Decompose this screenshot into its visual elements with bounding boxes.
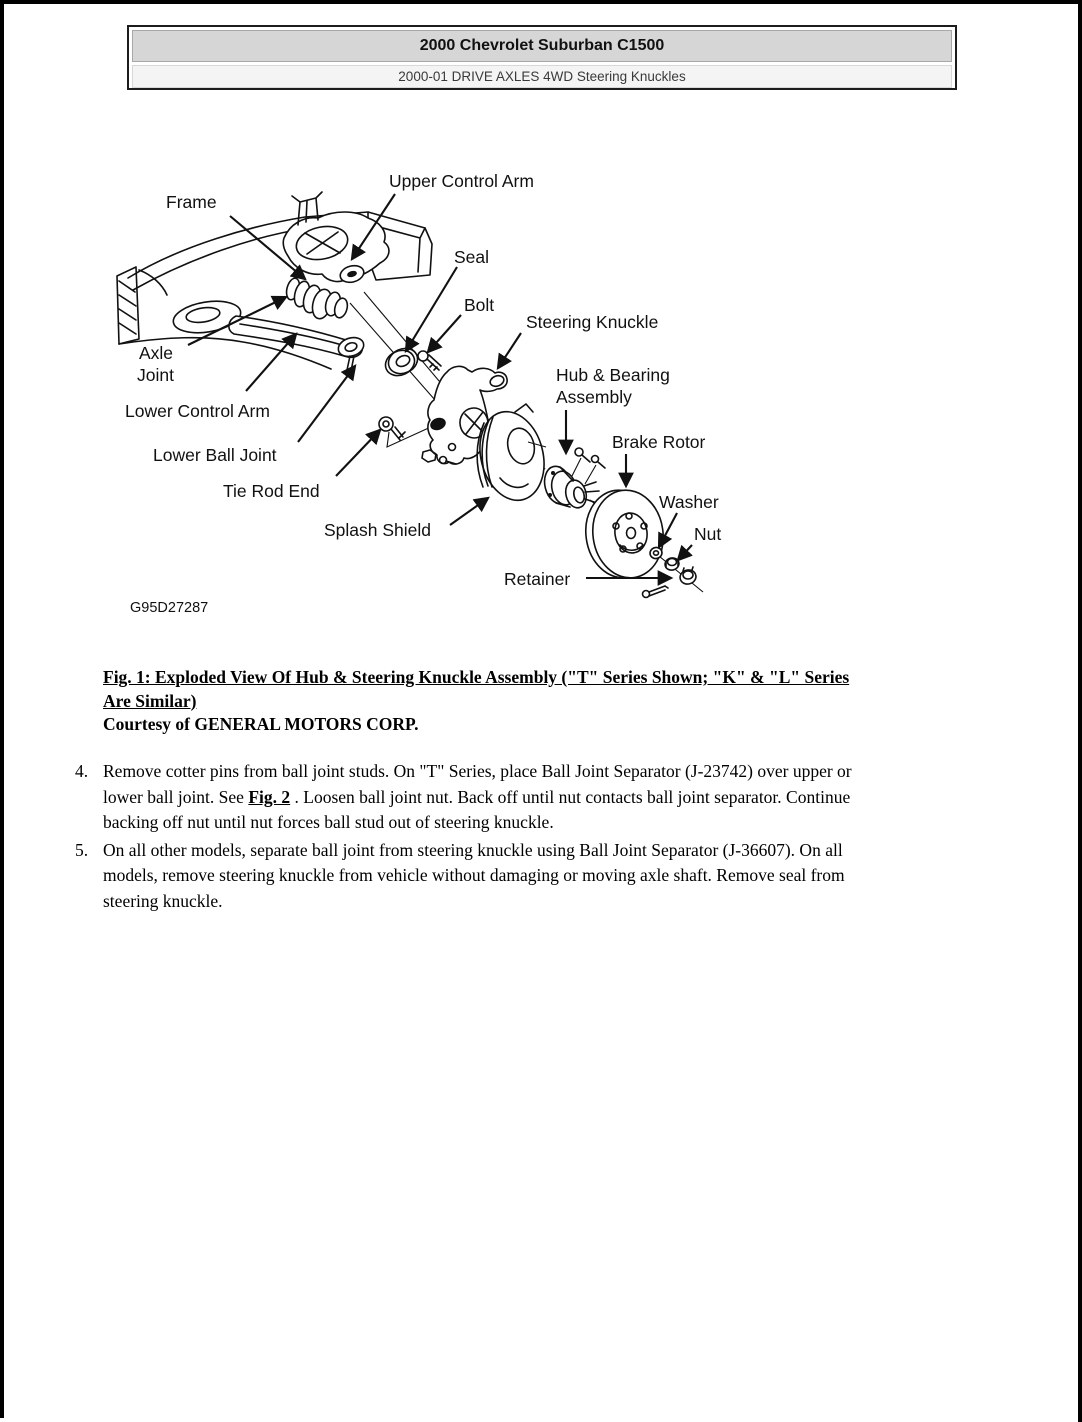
step-4-line1: Remove cotter pins from ball joint studs…	[103, 761, 852, 781]
diagram-label-nut: Nut	[694, 524, 721, 544]
frame-part	[116, 211, 433, 370]
diagram-label-splash-shield: Splash Shield	[324, 520, 431, 540]
diagram-label-joint: Joint	[137, 365, 174, 385]
diagram-label-hub-bearing: Hub & Bearing	[556, 365, 670, 385]
step-4-line2-post: . Loosen ball joint nut. Back off until …	[290, 786, 851, 807]
step-4-line3: backing off nut until nut forces ball st…	[103, 812, 554, 832]
step-4-line2-pre: lower ball joint. See	[103, 786, 249, 807]
page-title: 2000 Chevrolet Suburban C1500	[132, 30, 952, 62]
figure-caption-line2: Are Similar)	[103, 690, 197, 711]
bolt-part	[417, 350, 442, 371]
diagram-label-bolt: Bolt	[464, 295, 494, 315]
axle-joint-part	[285, 277, 349, 320]
diagram-label-retainer: Retainer	[504, 569, 570, 589]
figure-caption-line1: Fig. 1: Exploded View Of Hub & Steering …	[103, 667, 850, 687]
step-4: 4. Remove cotter pins from ball joint st…	[75, 759, 1035, 836]
step-5-number: 5.	[75, 839, 89, 860]
step-5-line1: On all other models, separate ball joint…	[103, 839, 843, 860]
page-subtitle: 2000-01 DRIVE AXLES 4WD Steering Knuckle…	[132, 65, 952, 88]
step-5: 5. On all other models, separate ball jo…	[75, 838, 1035, 915]
figure-caption: Fig. 1: Exploded View Of Hub & Steering …	[103, 666, 1033, 737]
diagram-label-axle: Axle	[139, 343, 173, 363]
step-4-line2: lower ball joint. See Fig. 2 . Loosen ba…	[103, 785, 852, 811]
page-border-left	[0, 0, 4, 1418]
cotter-pin-part	[641, 585, 669, 599]
diagram-label-seal: Seal	[454, 247, 489, 267]
exploded-view-diagram: Frame Upper Control Arm Seal Bolt Steeri…	[116, 171, 721, 616]
figure-code: G95D27287	[130, 600, 208, 616]
diagram-label-steering-knuckle: Steering Knuckle	[526, 312, 658, 332]
nut-part	[664, 557, 680, 571]
step-5-line2: models, remove steering knuckle from veh…	[103, 865, 845, 885]
tie-rod-end-part	[378, 416, 406, 441]
lower-control-arm-part	[228, 315, 365, 375]
diagram-label-assembly: Assembly	[556, 387, 632, 407]
procedure-steps: 4. Remove cotter pins from ball joint st…	[75, 759, 1035, 914]
diagram-label-lower-control-arm: Lower Control Arm	[125, 401, 270, 421]
figure-courtesy: Courtesy of GENERAL MOTORS CORP.	[103, 714, 419, 734]
step-4-number: 4.	[75, 761, 89, 781]
seal-part	[384, 347, 419, 377]
page-border-top	[0, 0, 1082, 4]
diagram-label-upper-control-arm: Upper Control Arm	[389, 171, 534, 191]
diagram-label-tie-rod-end: Tie Rod End	[223, 481, 320, 501]
diagram-label-washer: Washer	[659, 492, 719, 512]
diagram-label-frame: Frame	[166, 192, 217, 212]
fig-2-link[interactable]: Fig. 2	[248, 786, 291, 807]
upper-control-arm-part	[282, 191, 390, 284]
retainer-part	[679, 566, 697, 585]
label-arrows	[187, 193, 693, 586]
diagram-label-brake-rotor: Brake Rotor	[612, 432, 706, 452]
header-box: 2000 Chevrolet Suburban C1500 2000-01 DR…	[127, 25, 957, 90]
step-5-line3: steering knuckle.	[103, 890, 223, 911]
washer-part	[649, 546, 663, 560]
diagram-label-lower-ball-joint: Lower Ball Joint	[153, 445, 277, 465]
page-border-right	[1078, 0, 1082, 1422]
splash-shield-part	[476, 403, 547, 502]
brake-rotor-part	[585, 489, 664, 579]
